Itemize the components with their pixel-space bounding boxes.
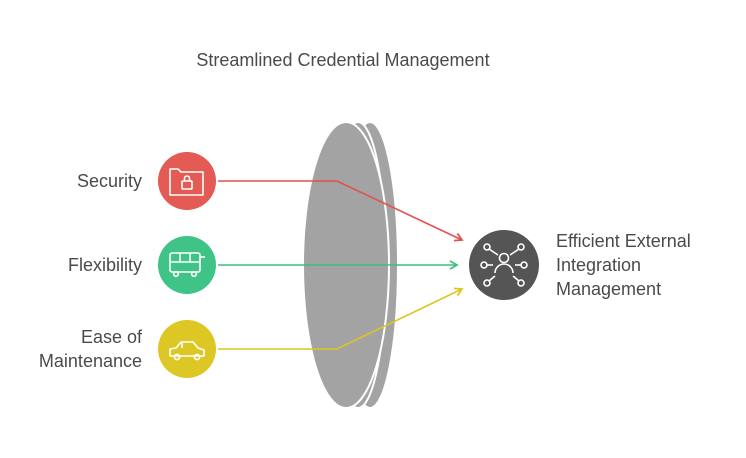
lens-shape [302, 121, 399, 409]
maintenance-node [158, 320, 216, 378]
flexibility-node [158, 236, 216, 294]
maintenance-arrow [218, 287, 464, 350]
security-arrow [218, 180, 464, 242]
security-label: Security [76, 171, 142, 191]
network-hub-icon [480, 243, 528, 287]
output-label: Efficient External Integration Managemen… [556, 231, 691, 299]
diagram-title: Streamlined Credential Management [196, 50, 490, 70]
flexibility-label: Flexibility [67, 255, 142, 275]
folder-lock-icon [169, 168, 204, 196]
security-node [158, 152, 216, 210]
car-icon [169, 341, 205, 361]
output-node [469, 230, 539, 300]
bus-icon [169, 252, 205, 278]
